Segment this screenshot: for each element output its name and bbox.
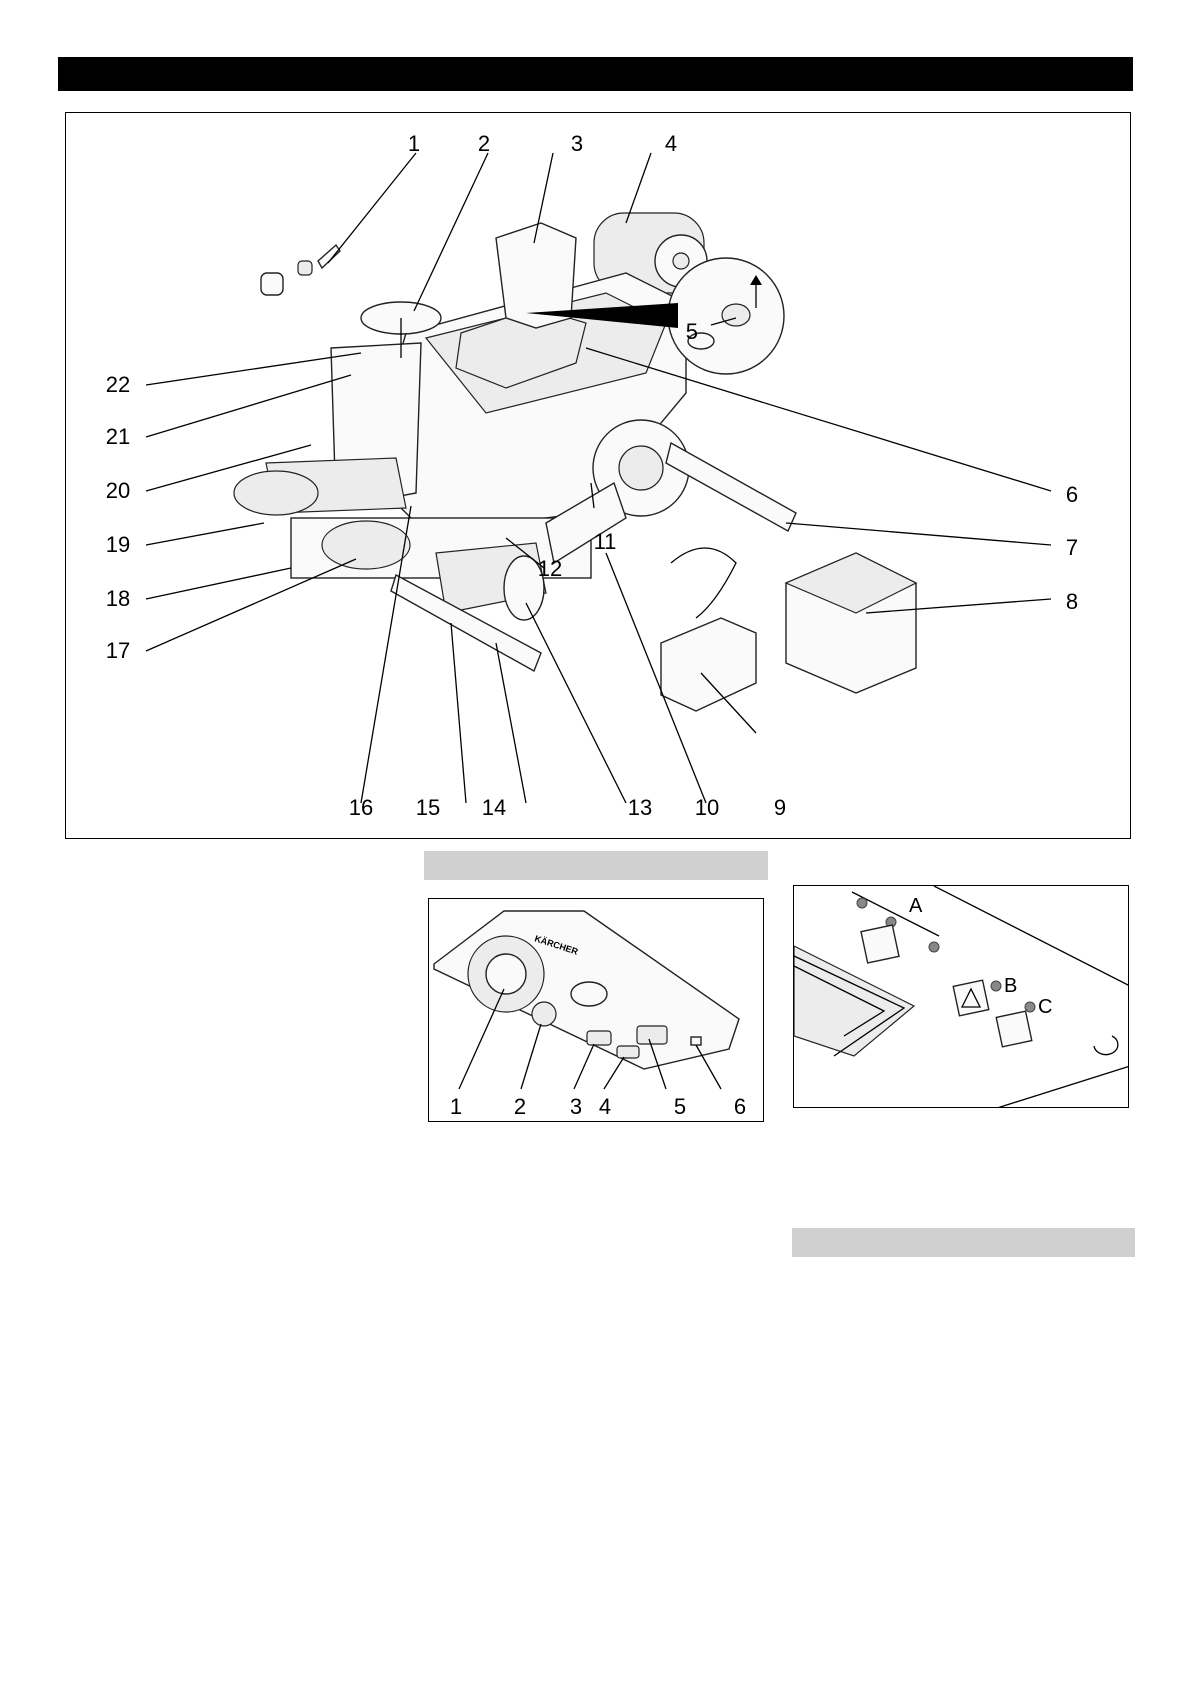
section-heading-bar-control-panel [424, 851, 768, 880]
warning-indicator-icon [953, 980, 989, 1016]
key-parts [261, 245, 340, 295]
sweeper-illustration: 1 2 3 4 5 6 7 8 9 10 11 12 13 14 15 16 1… [66, 113, 1132, 840]
panel-callout-5: 5 [674, 1094, 686, 1119]
battery-indicator-icon [861, 925, 899, 963]
machine-overview-figure: 1 2 3 4 5 6 7 8 9 10 11 12 13 14 15 16 1… [65, 112, 1131, 839]
panel-callout-1: 1 [450, 1094, 462, 1119]
indicator-label-b: B [1004, 975, 1017, 997]
control-panel-illustration: KÄRCHER 1 2 3 4 5 6 [429, 899, 764, 1122]
callout-21: 21 [106, 424, 130, 449]
control-panel-figure: KÄRCHER 1 2 3 4 5 6 [428, 898, 764, 1122]
callout-10: 10 [695, 795, 719, 820]
indicator-label-a: A [909, 895, 923, 917]
charger-9 [661, 548, 756, 711]
callout-20: 20 [106, 478, 130, 503]
callout-3: 3 [571, 131, 583, 156]
callout-14: 14 [482, 795, 506, 820]
callout-13: 13 [628, 795, 652, 820]
callout-12: 12 [538, 556, 562, 581]
callout-6: 6 [1066, 482, 1078, 507]
filter-indicator-icon [996, 1011, 1032, 1047]
panel-callout-2: 2 [514, 1094, 526, 1119]
indicator-lights-figure: A B C [793, 885, 1129, 1108]
battery-8 [786, 553, 916, 693]
callout-16: 16 [349, 795, 373, 820]
callout-19: 19 [106, 532, 130, 557]
indicator-label-c: C [1038, 996, 1052, 1018]
sweeper-body [266, 223, 689, 578]
callout-7: 7 [1066, 535, 1078, 560]
panel-callout-6: 6 [734, 1094, 746, 1119]
callout-15: 15 [416, 795, 440, 820]
section-header-bar [58, 57, 1133, 91]
callout-1: 1 [408, 131, 420, 156]
callout-8: 8 [1066, 589, 1078, 614]
callout-9: 9 [774, 795, 786, 820]
callout-17: 17 [106, 638, 130, 663]
callout-22: 22 [106, 372, 130, 397]
callout-11: 11 [594, 529, 617, 554]
panel-callout-3: 3 [570, 1094, 582, 1119]
callout-2: 2 [478, 131, 490, 156]
callout-18: 18 [106, 586, 130, 611]
callout-4: 4 [665, 131, 677, 156]
callout-5: 5 [686, 319, 698, 344]
panel-callout-4: 4 [599, 1094, 611, 1119]
indicator-panel-illustration: A B C [794, 886, 1129, 1108]
section-heading-bar-right [792, 1228, 1135, 1257]
